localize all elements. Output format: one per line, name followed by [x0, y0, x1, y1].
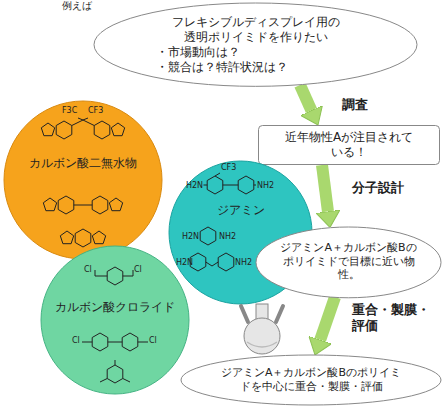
example-note: 例えば	[62, 0, 92, 12]
benzene-ring	[107, 365, 123, 383]
benzene-ring	[94, 121, 110, 139]
benzene-ring	[218, 253, 234, 271]
circle-outline	[4, 101, 162, 259]
atom-label: Cl	[84, 265, 92, 275]
anhydride-ring	[60, 231, 73, 244]
dianhydride-structures	[41, 118, 124, 247]
flask-illustration	[241, 304, 283, 354]
text-group: ジアミンA＋カルボン酸Bのポリイミドを中心に重合・製膜・評価	[219, 366, 404, 394]
benzene-ring	[122, 333, 138, 351]
atom-label: H2N	[176, 258, 193, 268]
design-ellipse: ジアミンA＋カルボン酸Bのポリイミドで目標に近い物性。	[255, 226, 442, 299]
benzene-ring	[58, 196, 74, 214]
box-outline	[259, 126, 440, 165]
circle-outline	[41, 246, 189, 394]
ellipse-outline	[94, 3, 417, 86]
atom-label: Cl	[149, 336, 157, 346]
ether-bond	[206, 262, 218, 266]
text-group: フレキシブルディスプレイ用の透明ポリイミドを作りたい・市場動向は？・競合は？特許…	[156, 15, 356, 75]
finding-box: 近年物性Aが注目されている！	[258, 125, 440, 165]
text-group: カルボン酸クロライド	[40, 300, 190, 315]
atom-label: H2N	[186, 181, 203, 191]
step-label: 重合・製膜・評価	[352, 302, 438, 333]
bullet-text: ・競合は？特許状況は？	[156, 60, 356, 75]
flask-liquid	[247, 342, 277, 347]
bond	[72, 118, 94, 126]
node-text: カルボン酸二無水物	[3, 156, 163, 171]
bond	[100, 360, 130, 382]
bond	[82, 342, 148, 343]
block-arrow	[322, 165, 328, 211]
benzene-ring	[75, 229, 91, 247]
monomer-circle-outline	[3, 100, 163, 260]
benzene-ring	[56, 121, 72, 139]
benzene-ring	[238, 176, 254, 194]
atom-label: CF3	[221, 163, 236, 173]
node-text: ジアミン	[168, 203, 313, 218]
node-text: ジアミンA＋カルボン酸Bのポリイミドを中心に重合・製膜・評価	[219, 366, 404, 394]
bond	[204, 173, 257, 185]
benzene-ring	[200, 227, 216, 245]
benzene-ring	[92, 333, 108, 351]
bond	[95, 270, 133, 276]
result-ellipse: ジアミンA＋カルボン酸Bのポリイミドを中心に重合・製膜・評価	[180, 354, 442, 406]
anhydride-ring	[43, 198, 56, 211]
node-text: 近年物性Aが注目されている！	[279, 130, 419, 160]
step-label: 調査	[342, 97, 402, 113]
node-text: フレキシブルディスプレイ用の透明ポリイミドを作りたい	[170, 15, 342, 45]
atom-label: NH2	[219, 232, 236, 242]
block-arrow	[300, 85, 311, 110]
benzene-ring	[92, 196, 108, 214]
goal-ellipse: フレキシブルディスプレイ用の透明ポリイミドを作りたい・市場動向は？・競合は？特許…	[93, 2, 418, 87]
ellipse-outline	[181, 355, 441, 405]
benzene-ring	[207, 176, 223, 194]
bullet-text: ・市場動向は？	[156, 45, 356, 60]
node-text: カルボン酸クロライド	[40, 300, 190, 315]
anhydride-ring	[41, 123, 54, 136]
node-text: ジアミンA＋カルボン酸Bのポリイミドで目標に近い物性。	[280, 241, 418, 282]
atom-label: CF3	[88, 106, 103, 116]
anhydride-ring	[111, 123, 124, 136]
ellipse-outline	[256, 227, 441, 298]
text-group: ジアミン	[168, 203, 313, 218]
atom-label: Cl	[134, 265, 142, 275]
atom-label: NH2	[235, 258, 252, 268]
text-group: 近年物性Aが注目されている！	[279, 130, 419, 160]
text-group: ジアミンA＋カルボン酸Bのポリイミドで目標に近い物性。	[280, 241, 418, 282]
step-label: 分子設計	[352, 180, 432, 196]
atom-label: NH2	[257, 181, 274, 191]
atom-label: Cl	[72, 336, 80, 346]
benzene-ring	[107, 267, 123, 285]
atom-label: F3C	[62, 106, 77, 116]
bond	[74, 205, 92, 206]
anhydride-ring	[109, 198, 122, 211]
acid-chloride-structures	[82, 267, 148, 383]
text-group: カルボン酸二無水物	[3, 156, 163, 171]
anhydride-ring	[92, 231, 105, 244]
monomer-circle: カルボン酸二無水物	[3, 100, 163, 260]
block-arrow	[320, 297, 335, 340]
atom-label: H2N	[182, 232, 199, 242]
flask-body	[244, 318, 280, 354]
